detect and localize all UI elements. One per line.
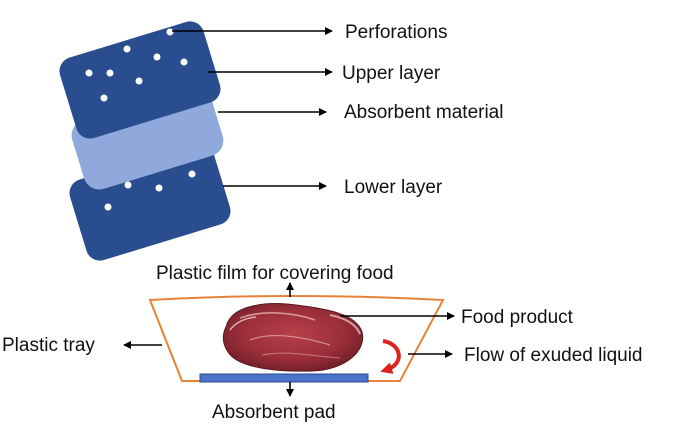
flow-liquid-arrow [380, 339, 401, 374]
perforation [104, 203, 112, 211]
label-absorbent-material: Absorbent material [344, 102, 503, 123]
perforation [155, 184, 163, 192]
lower-layer-perforations [104, 159, 196, 211]
label-food-product: Food product [461, 307, 574, 328]
label-absorbent-pad: Absorbent pad [212, 402, 336, 423]
perforation [153, 53, 161, 61]
food-product [222, 303, 364, 372]
plastic-tray [148, 295, 445, 382]
label-lower-layer: Lower layer [344, 177, 443, 198]
upper-layer-perforations [85, 28, 188, 102]
label-perforations: Perforations [345, 22, 447, 43]
label-upper-layer: Upper layer [342, 63, 441, 84]
perforation [135, 77, 143, 85]
perforation [100, 94, 108, 102]
perforation [106, 69, 114, 77]
label-plastic-tray: Plastic tray [2, 335, 95, 356]
perforation [123, 45, 131, 53]
absorbent-pad [199, 373, 369, 383]
label-plastic-film: Plastic film for covering food [156, 263, 394, 284]
upper-layer [59, 21, 221, 139]
perforation [124, 181, 132, 189]
label-flow-liquid: Flow of exuded liquid [464, 345, 643, 366]
perforation [188, 170, 196, 178]
perforation [166, 28, 174, 36]
perforation [180, 58, 188, 66]
perforation [85, 69, 93, 77]
